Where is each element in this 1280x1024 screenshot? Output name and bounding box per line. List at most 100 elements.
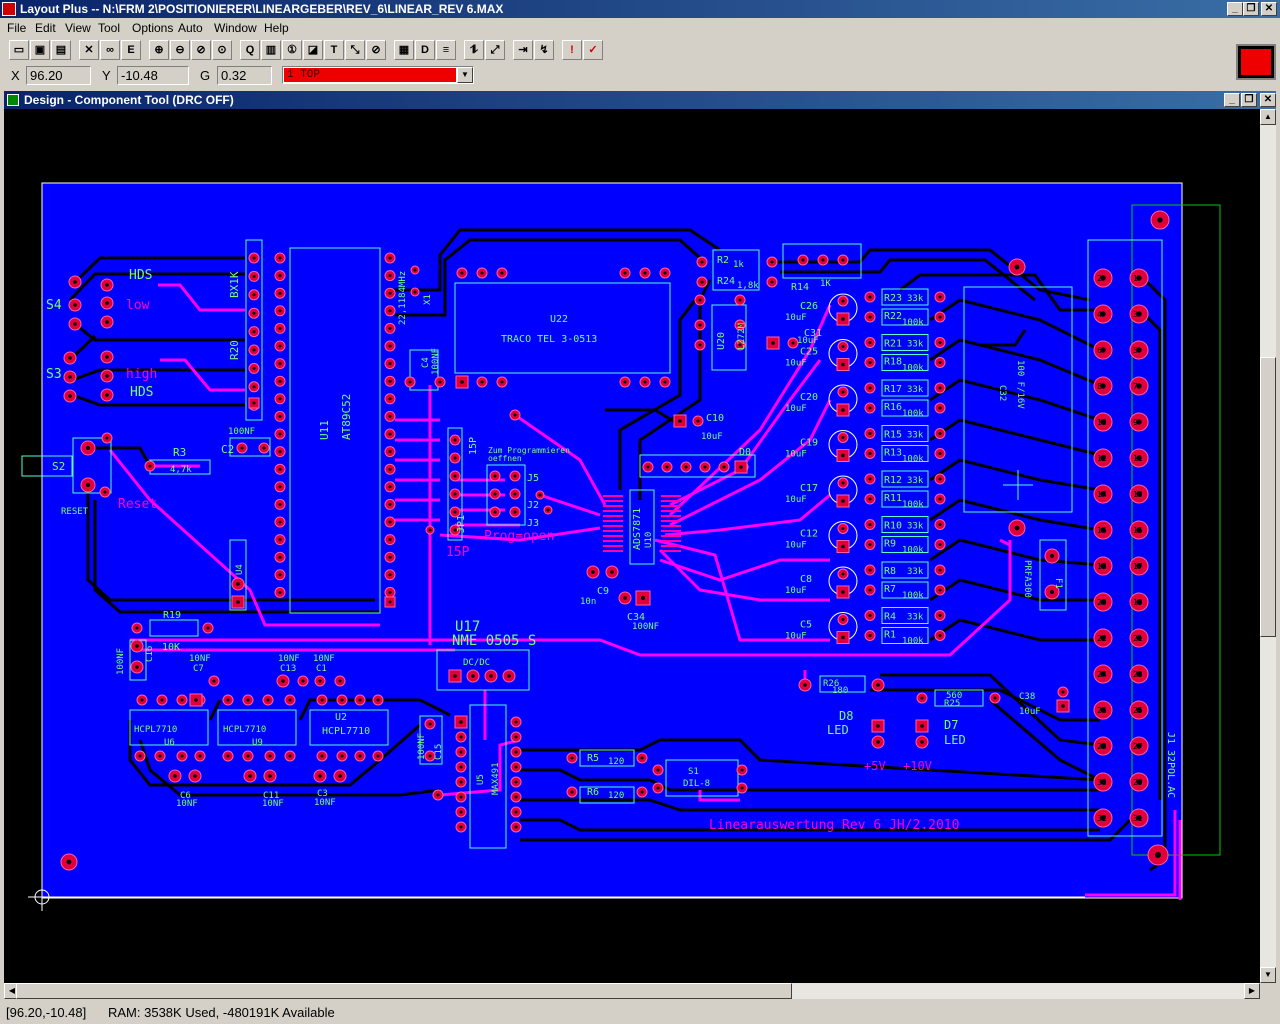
pad-hole <box>388 362 392 366</box>
horizontal-scrollbar[interactable]: ◀ ▶ <box>4 983 1260 999</box>
pad-hole <box>278 538 282 542</box>
label-r26: R26 <box>823 679 839 689</box>
menu-file[interactable]: File <box>7 21 27 35</box>
pad-hole <box>868 315 872 319</box>
pad-hole <box>459 795 463 799</box>
shove-icon[interactable]: ⤢ <box>485 40 505 60</box>
pad-hole <box>678 419 682 423</box>
cap-label: C26 <box>800 301 818 312</box>
pad-hole <box>388 502 392 506</box>
delete-icon[interactable]: ✕ <box>79 40 99 60</box>
pad-hole <box>278 590 282 594</box>
no-connect-icon[interactable]: ⊘ <box>366 40 386 60</box>
color-icon[interactable]: ▦ <box>394 40 414 60</box>
layers-icon[interactable]: ≡ <box>436 40 456 60</box>
scroll-down-icon[interactable]: ▼ <box>1260 967 1276 983</box>
pad-hole <box>1136 527 1142 533</box>
edit-icon[interactable]: E <box>121 40 141 60</box>
cap-value: 10uF <box>785 359 807 369</box>
child-minimize-icon[interactable]: _ <box>1224 93 1240 107</box>
pad-hole <box>938 568 942 572</box>
status-bar: [96.20,-10.48] RAM: 3538K Used, -480191K… <box>0 1001 1280 1024</box>
pad-hole <box>105 301 109 305</box>
grid-field[interactable]: 0.32 <box>217 66 272 85</box>
resistor-outline <box>881 607 929 624</box>
drc-error-icon[interactable]: ! <box>562 40 582 60</box>
pcb-design-canvas[interactable]: HDS low high HDS S4 S3 Reset RESET S2 R3… <box>4 109 1260 983</box>
drc-check-icon[interactable]: ✓ <box>583 40 603 60</box>
pad-hole <box>938 315 942 319</box>
app-title-bar: Layout Plus -- N:\FRM 2\POSITIONIERER\LI… <box>0 0 1280 18</box>
scroll-up-icon[interactable]: ▲ <box>1260 109 1276 125</box>
menu-tool[interactable]: Tool <box>98 21 121 35</box>
menu-view[interactable]: View <box>65 21 91 35</box>
j1-pin-number: 7 <box>1133 382 1138 391</box>
print-icon[interactable]: ▤ <box>51 40 71 60</box>
pad-hole <box>1100 779 1106 785</box>
cap-label: C20 <box>800 392 818 403</box>
label-c13: C13 <box>280 664 296 674</box>
menu-edit[interactable]: Edit <box>35 21 56 35</box>
res-label: R16 <box>884 402 902 413</box>
horizontal-scroll-thumb[interactable] <box>16 983 792 999</box>
layer-select[interactable]: 1 TOP ▼ <box>282 66 474 84</box>
drc-icon[interactable]: D <box>415 40 435 60</box>
pad-hole <box>278 467 282 471</box>
route-icon[interactable]: ⥮ <box>464 40 484 60</box>
child-close-icon[interactable]: ✕ <box>1260 93 1276 107</box>
label-u2-part: HCPL7710 <box>322 726 370 737</box>
vertical-scroll-thumb[interactable] <box>1260 357 1276 637</box>
res-label: R8 <box>884 566 896 577</box>
menu-help[interactable]: Help <box>264 21 289 35</box>
pad-hole <box>821 258 825 262</box>
label-at89: AT89C52 <box>340 394 353 440</box>
zoom-window-icon[interactable]: ⊙ <box>212 40 232 60</box>
restore-icon[interactable]: ❐ <box>1243 2 1259 16</box>
pad-hole <box>570 790 574 794</box>
pad-hole <box>413 290 417 294</box>
chevron-down-icon[interactable]: ▼ <box>457 67 473 83</box>
menu-auto[interactable]: Auto <box>178 21 203 35</box>
j1-pin-number: 17 <box>1133 562 1143 571</box>
y-field[interactable]: -10.48 <box>117 66 189 85</box>
res-label: R1 <box>884 630 896 641</box>
query-icon[interactable]: Q <box>240 40 260 60</box>
menu-window[interactable]: Window <box>214 21 257 35</box>
component-icon[interactable]: ▥ <box>261 40 281 60</box>
close-icon[interactable]: ✕ <box>1261 2 1277 16</box>
x-field[interactable]: 96.20 <box>26 66 91 85</box>
minimize-icon[interactable]: _ <box>1227 2 1243 16</box>
zoom-out-icon[interactable]: ⊖ <box>170 40 190 60</box>
pad-hole <box>236 600 240 604</box>
auto-route-icon[interactable]: ⇥ <box>513 40 533 60</box>
label-c6-value: 10NF <box>176 799 198 809</box>
pad-hole <box>623 380 627 384</box>
refresh-icon[interactable]: ↯ <box>534 40 554 60</box>
label-prog-open: Prog=open <box>484 529 554 544</box>
pad-hole <box>938 634 942 637</box>
open-icon[interactable]: ▭ <box>9 40 29 60</box>
pad-hole <box>514 825 518 829</box>
label-c32: C32 <box>997 385 1007 401</box>
label-j1-value: 32POL.AC <box>1165 750 1176 798</box>
pad-hole <box>460 271 464 275</box>
save-icon[interactable]: ▣ <box>30 40 50 60</box>
binoculars-icon[interactable]: ∞ <box>100 40 120 60</box>
menu-options[interactable]: Options <box>132 21 174 35</box>
zoom-in-icon[interactable]: ⊕ <box>149 40 169 60</box>
child-restore-icon[interactable]: ❐ <box>1241 93 1257 107</box>
pcb-board-drawing[interactable]: HDS low high HDS S4 S3 Reset RESET S2 R3… <box>4 109 1260 983</box>
pad-hole <box>513 474 517 478</box>
pad-hole <box>1136 419 1142 425</box>
pad-hole <box>868 614 872 617</box>
j1-pin-number: 21 <box>1133 634 1143 643</box>
zoom-all-icon[interactable]: ⊘ <box>191 40 211 60</box>
pad-icon[interactable]: ① <box>282 40 302 60</box>
pad-hole <box>514 735 518 739</box>
scroll-right-icon[interactable]: ▶ <box>1244 983 1260 999</box>
connection-icon[interactable]: ⤡ <box>345 40 365 60</box>
obstacle-icon[interactable]: ◪ <box>303 40 323 60</box>
text-icon[interactable]: T <box>324 40 344 60</box>
vertical-scrollbar[interactable]: ▲ ▼ <box>1260 109 1276 983</box>
